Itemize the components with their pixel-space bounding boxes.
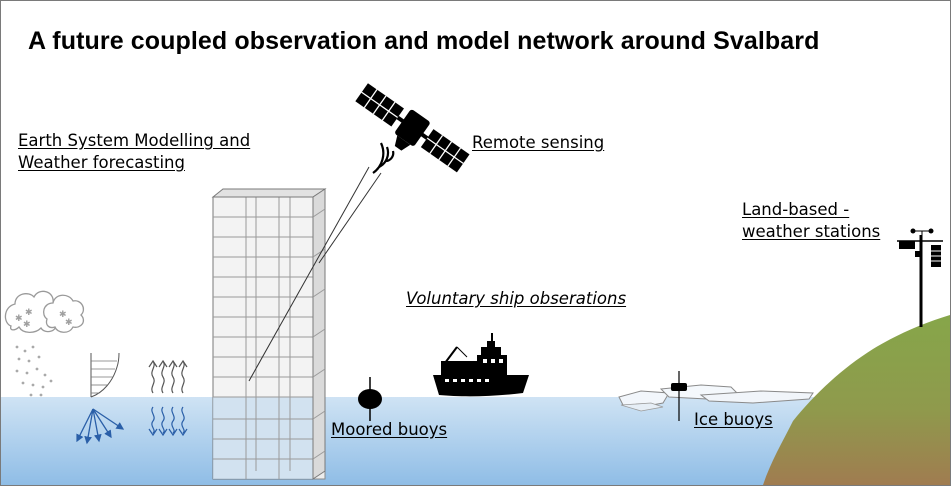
svg-text:✱: ✱ bbox=[23, 320, 31, 330]
buoy-icon bbox=[358, 377, 382, 421]
label-modelling-line-1: Earth System Modelling and bbox=[18, 131, 251, 150]
label-moored-buoys: Moored buoys bbox=[331, 420, 448, 439]
wind-profile-icon bbox=[76, 352, 125, 445]
svg-text:✱: ✱ bbox=[15, 314, 23, 324]
svg-text:✱: ✱ bbox=[59, 310, 67, 320]
cloud-snow-icon: ✱✱✱ ✱✱ bbox=[4, 290, 85, 397]
label-land-based-line-2: weather stations bbox=[742, 222, 881, 241]
label-modelling: Earth System Modelling and Weather forec… bbox=[18, 130, 250, 174]
weather-station-icon bbox=[897, 228, 943, 327]
label-remote-sensing: Remote sensing bbox=[472, 133, 605, 152]
svg-text:✱: ✱ bbox=[25, 308, 33, 318]
satellite-icon bbox=[355, 83, 470, 173]
label-ice-buoys: Ice buoys bbox=[694, 410, 773, 429]
svg-text:✱: ✱ bbox=[65, 318, 73, 328]
diagram-title: A future coupled observation and model n… bbox=[28, 27, 820, 55]
label-land-based: Land-based - weather stations bbox=[742, 199, 880, 243]
sea-ice-icon bbox=[618, 371, 814, 421]
label-land-based-line-1: Land-based - bbox=[742, 200, 850, 219]
label-voluntary-ship: Voluntary ship obserations bbox=[406, 289, 627, 308]
heat-flux-icon bbox=[148, 359, 188, 437]
label-modelling-line-2: Weather forecasting bbox=[18, 153, 185, 172]
model-grid-icon bbox=[211, 188, 327, 480]
signal-waves-icon bbox=[372, 142, 395, 174]
land-coast bbox=[763, 315, 950, 485]
satellite-beam bbox=[248, 166, 382, 382]
ship-icon bbox=[433, 333, 529, 397]
